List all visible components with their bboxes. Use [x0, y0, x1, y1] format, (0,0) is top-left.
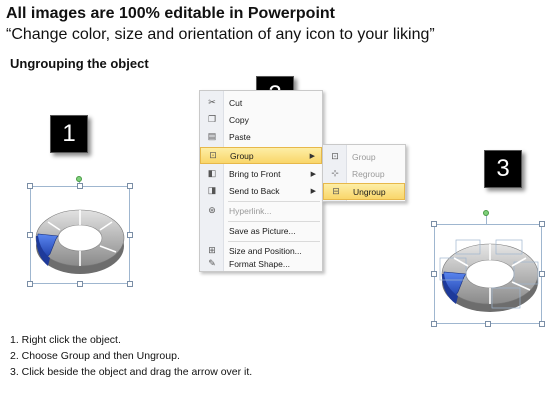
menu-item-save-as-picture[interactable]: Save as Picture...	[229, 225, 296, 236]
submenu-arrow-icon: ▶	[309, 152, 315, 160]
menu-divider	[228, 221, 320, 222]
resize-handle[interactable]	[127, 183, 133, 189]
submenu-item-ungroup[interactable]: ⊟ Ungroup	[323, 183, 405, 200]
instruction-step: 1. Right click the object.	[10, 334, 121, 346]
rotation-handle[interactable]	[76, 176, 82, 182]
ring-diagram-1	[35, 209, 125, 274]
resize-handle[interactable]	[27, 183, 33, 189]
paste-icon: ▤	[207, 131, 217, 141]
menu-divider	[228, 241, 320, 242]
resize-handle[interactable]	[539, 271, 545, 277]
resize-handle[interactable]	[127, 281, 133, 287]
resize-handle[interactable]	[77, 281, 83, 287]
menu-item-send-to-back[interactable]: ◨ Send to Back ▶	[200, 182, 322, 199]
step-1-badge: 1	[50, 115, 88, 153]
resize-handle[interactable]	[127, 232, 133, 238]
resize-handle[interactable]	[431, 321, 437, 327]
bring-front-icon: ◧	[207, 168, 217, 178]
menu-item-copy[interactable]: ❐ Copy	[200, 111, 322, 128]
instruction-step: 2. Choose Group and then Ungroup.	[10, 350, 180, 362]
section-title: Ungrouping the object	[10, 56, 149, 71]
resize-handle[interactable]	[431, 221, 437, 227]
group-icon: ⊡	[331, 151, 339, 161]
ungroup-icon: ⊟	[332, 186, 340, 196]
submenu-item-group: ⊡ Group	[323, 148, 405, 165]
resize-handle[interactable]	[77, 183, 83, 189]
resize-handle[interactable]	[27, 281, 33, 287]
instruction-step: 3. Click beside the object and drag the …	[10, 366, 253, 378]
menu-item-cut[interactable]: ✂ Cut	[200, 94, 322, 111]
menu-item-paste[interactable]: ▤ Paste	[200, 128, 322, 145]
group-icon: ⊡	[209, 150, 217, 160]
copy-icon: ❐	[207, 114, 217, 124]
group-submenu: ⊡ Group ⊹ Regroup ⊟ Ungroup	[322, 144, 406, 202]
ring-object-3[interactable]	[431, 210, 548, 328]
menu-item-group[interactable]: ⊡ Group ▶	[200, 147, 322, 164]
ring-object-1[interactable]	[27, 176, 133, 287]
menu-item-hyperlink: ⊛ Hyperlink...	[200, 202, 322, 219]
resize-handle[interactable]	[539, 221, 545, 227]
subheadline: “Change color, size and orientation of a…	[6, 26, 435, 43]
resize-handle[interactable]	[539, 321, 545, 327]
scissors-icon: ✂	[208, 97, 216, 107]
hyperlink-icon: ⊛	[208, 205, 216, 215]
ring-diagram-3	[439, 239, 539, 312]
instructions-list: 1. Right click the object. 2. Choose Gro…	[10, 332, 252, 380]
send-back-icon: ◨	[207, 185, 217, 195]
headline: All images are 100% editable in Powerpoi…	[6, 5, 335, 22]
menu-item-format-shape[interactable]: ✎ Format Shape...	[200, 255, 322, 272]
submenu-arrow-icon: ▶	[310, 187, 316, 195]
resize-handle[interactable]	[431, 271, 437, 277]
menu-item-bring-to-front[interactable]: ◧ Bring to Front ▶	[200, 165, 322, 182]
menu-divider	[228, 201, 320, 202]
format-shape-icon: ✎	[208, 258, 216, 268]
context-menu: ✂ Cut ❐ Copy ▤ Paste ⊡ Group ▶ ◧ Bring t…	[199, 90, 323, 272]
submenu-item-regroup: ⊹ Regroup	[323, 165, 405, 182]
submenu-arrow-icon: ▶	[310, 170, 316, 178]
step-3-badge: 3	[484, 150, 522, 188]
rotation-handle[interactable]	[483, 210, 489, 216]
resize-handle[interactable]	[485, 321, 491, 327]
menu-item-size-and-position[interactable]: ⊞ Size and Position...	[200, 242, 322, 259]
resize-handle[interactable]	[27, 232, 33, 238]
regroup-icon: ⊹	[331, 168, 339, 178]
size-position-icon: ⊞	[208, 245, 216, 255]
